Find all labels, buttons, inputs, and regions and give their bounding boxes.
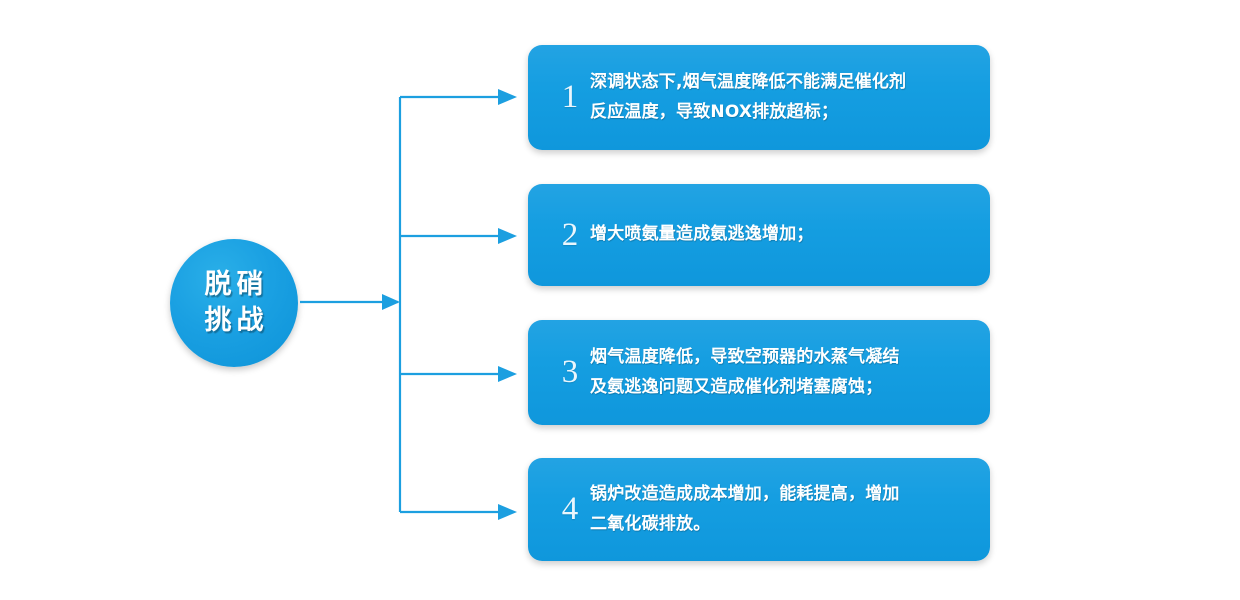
arrowhead-3	[498, 366, 517, 382]
item-box-4[interactable]: 4 锅炉改造造成成本增加，能耗提高，增加 二氧化碳排放。	[528, 458, 990, 561]
item-text-line: 增大喷氨量造成氨逃逸增加；	[590, 224, 814, 245]
item-text-1: 深调状态下,烟气温度降低不能满足催化剂 反应温度，导致NOX排放超标；	[590, 68, 964, 126]
item-text-line: 及氨逃逸问题又造成催化剂堵塞腐蚀；	[590, 376, 883, 397]
item-number-4: 4	[561, 491, 579, 527]
item-text-2: 增大喷氨量造成氨逃逸增加；	[590, 220, 964, 249]
item-text-line: 烟气温度降低，导致空预器的水蒸气凝结	[590, 347, 900, 368]
arrowhead-1	[498, 89, 517, 105]
item-text-line: 锅炉改造造成成本增加，能耗提高，增加	[590, 484, 900, 505]
item-number-1: 1	[561, 79, 579, 115]
item-text-4: 锅炉改造造成成本增加，能耗提高，增加 二氧化碳排放。	[590, 480, 964, 538]
item-number-2: 2	[561, 216, 579, 253]
item-box-1[interactable]: 1 深调状态下,烟气温度降低不能满足催化剂 反应温度，导致NOX排放超标；	[528, 45, 990, 150]
item-text-line: 深调状态下,烟气温度降低不能满足催化剂	[590, 72, 907, 93]
item-text-line: 二氧化碳排放。	[590, 513, 711, 534]
hub-label-line-1: 脱硝	[204, 268, 269, 300]
item-box-3[interactable]: 3 烟气温度降低，导致空预器的水蒸气凝结 及氨逃逸问题又造成催化剂堵塞腐蚀；	[528, 320, 990, 425]
hub-node[interactable]: 脱硝 挑战	[170, 239, 298, 367]
arrowhead-2	[498, 228, 517, 244]
item-text-3: 烟气温度降低，导致空预器的水蒸气凝结 及氨逃逸问题又造成催化剂堵塞腐蚀；	[590, 343, 964, 401]
arrowhead-4	[498, 504, 517, 520]
item-number-3: 3	[561, 354, 579, 390]
item-box-2[interactable]: 2 增大喷氨量造成氨逃逸增加；	[528, 184, 990, 286]
arrowhead-stem	[382, 294, 400, 310]
hub-label-line-2: 挑战	[204, 305, 269, 336]
item-text-line: 反应温度，导致NOX排放超标；	[590, 101, 839, 122]
